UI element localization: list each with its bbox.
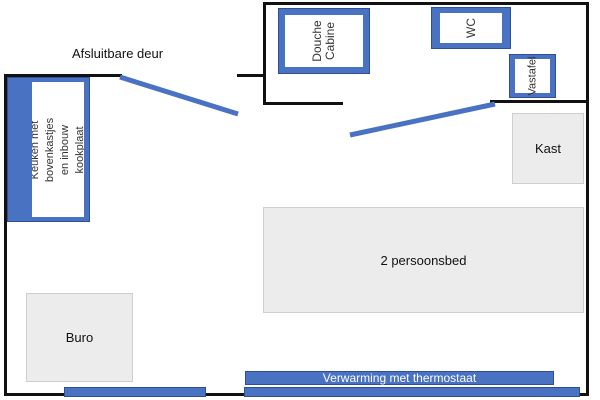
sink: Vastafel	[509, 54, 556, 98]
wc-label: WC	[464, 18, 478, 38]
wardrobe: Kast	[512, 113, 584, 184]
double-bed: 2 persoonsbed	[263, 207, 584, 313]
sink-label: Vastafel	[526, 56, 539, 96]
desk: Buro	[26, 293, 133, 382]
room-wall-right	[586, 100, 589, 396]
entrance-door-label: Afsluitbare deur	[72, 46, 164, 61]
window-strip-left	[64, 387, 206, 397]
heater: Verwarming met thermostaat	[245, 371, 554, 385]
bathroom-wall-bottom-right	[490, 100, 588, 103]
room-wall-top-left	[4, 74, 122, 77]
bathroom-wall-bottom-left	[263, 102, 343, 105]
room-wall-top-mid	[237, 74, 265, 77]
heater-label: Verwarming met thermostaat	[322, 371, 477, 385]
shower-cabin-label: Douche Cabine	[310, 20, 337, 62]
window-strip-right	[244, 387, 580, 397]
kitchen-label: Keuken met bovenkastjes en inbouw kookpl…	[32, 117, 84, 182]
bathroom-wall-left	[263, 2, 266, 105]
entrance-door-swing	[119, 74, 239, 117]
wardrobe-label: Kast	[534, 141, 561, 156]
shower-cabin: Douche Cabine	[278, 8, 370, 74]
bathroom-wall-right	[586, 2, 589, 102]
wc: WC	[431, 7, 511, 49]
kitchen-counter: Keuken met bovenkastjes en inbouw kookpl…	[7, 77, 90, 222]
bed-label: 2 persoonsbed	[380, 252, 467, 268]
bathroom-wall-top	[263, 2, 589, 5]
desk-label: Buro	[65, 330, 94, 345]
room-wall-left	[4, 74, 7, 396]
bathroom-door-swing	[349, 101, 496, 138]
